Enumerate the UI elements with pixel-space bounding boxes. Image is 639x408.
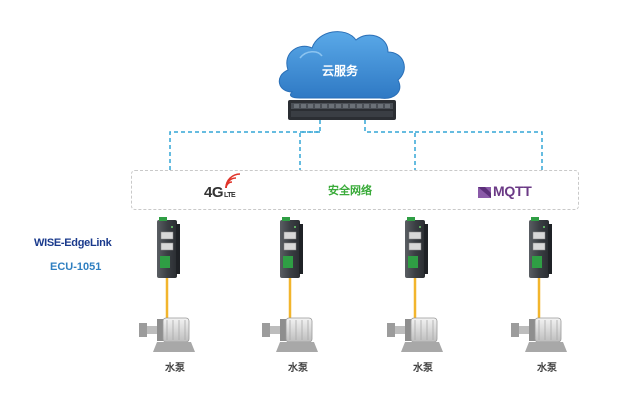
link-right-outer	[415, 131, 543, 170]
product-model: ECU-1051	[50, 261, 102, 273]
pump-label-1: 水泵	[165, 363, 185, 374]
secure-network-box	[131, 170, 579, 210]
pump-icon-2	[262, 317, 318, 352]
product-name: WISE-EdgeLink	[34, 237, 112, 249]
cloud-icon	[278, 31, 405, 99]
cloud-label: 云服务	[321, 64, 358, 78]
signal-icon	[225, 173, 241, 189]
gateway-device-4	[529, 217, 552, 278]
gateway-device-2	[280, 217, 303, 278]
pump-label-2: 水泵	[288, 363, 308, 374]
pump-label-3: 水泵	[413, 363, 433, 374]
logo-mqtt-text: MQTT	[493, 183, 532, 199]
link-right-inner	[364, 120, 416, 170]
gateway-device-1	[157, 217, 180, 278]
logo-lte-text: LTE	[224, 192, 236, 199]
pump-label-4: 水泵	[537, 363, 557, 374]
secure-network-label: 安全网络	[328, 185, 372, 197]
link-left-outer	[169, 120, 321, 170]
logo-4g-text: 4G	[204, 184, 224, 201]
logo-4g-lte: 4GLTE	[204, 184, 236, 201]
server-icon	[288, 100, 396, 120]
gateway-device-3	[405, 217, 428, 278]
pump-icon-3	[387, 317, 443, 352]
pump-icon-1	[139, 317, 195, 352]
mqtt-logo-icon	[478, 187, 491, 198]
link-left-inner	[299, 131, 320, 170]
pump-icon-4	[511, 317, 567, 352]
network-links	[169, 120, 543, 170]
